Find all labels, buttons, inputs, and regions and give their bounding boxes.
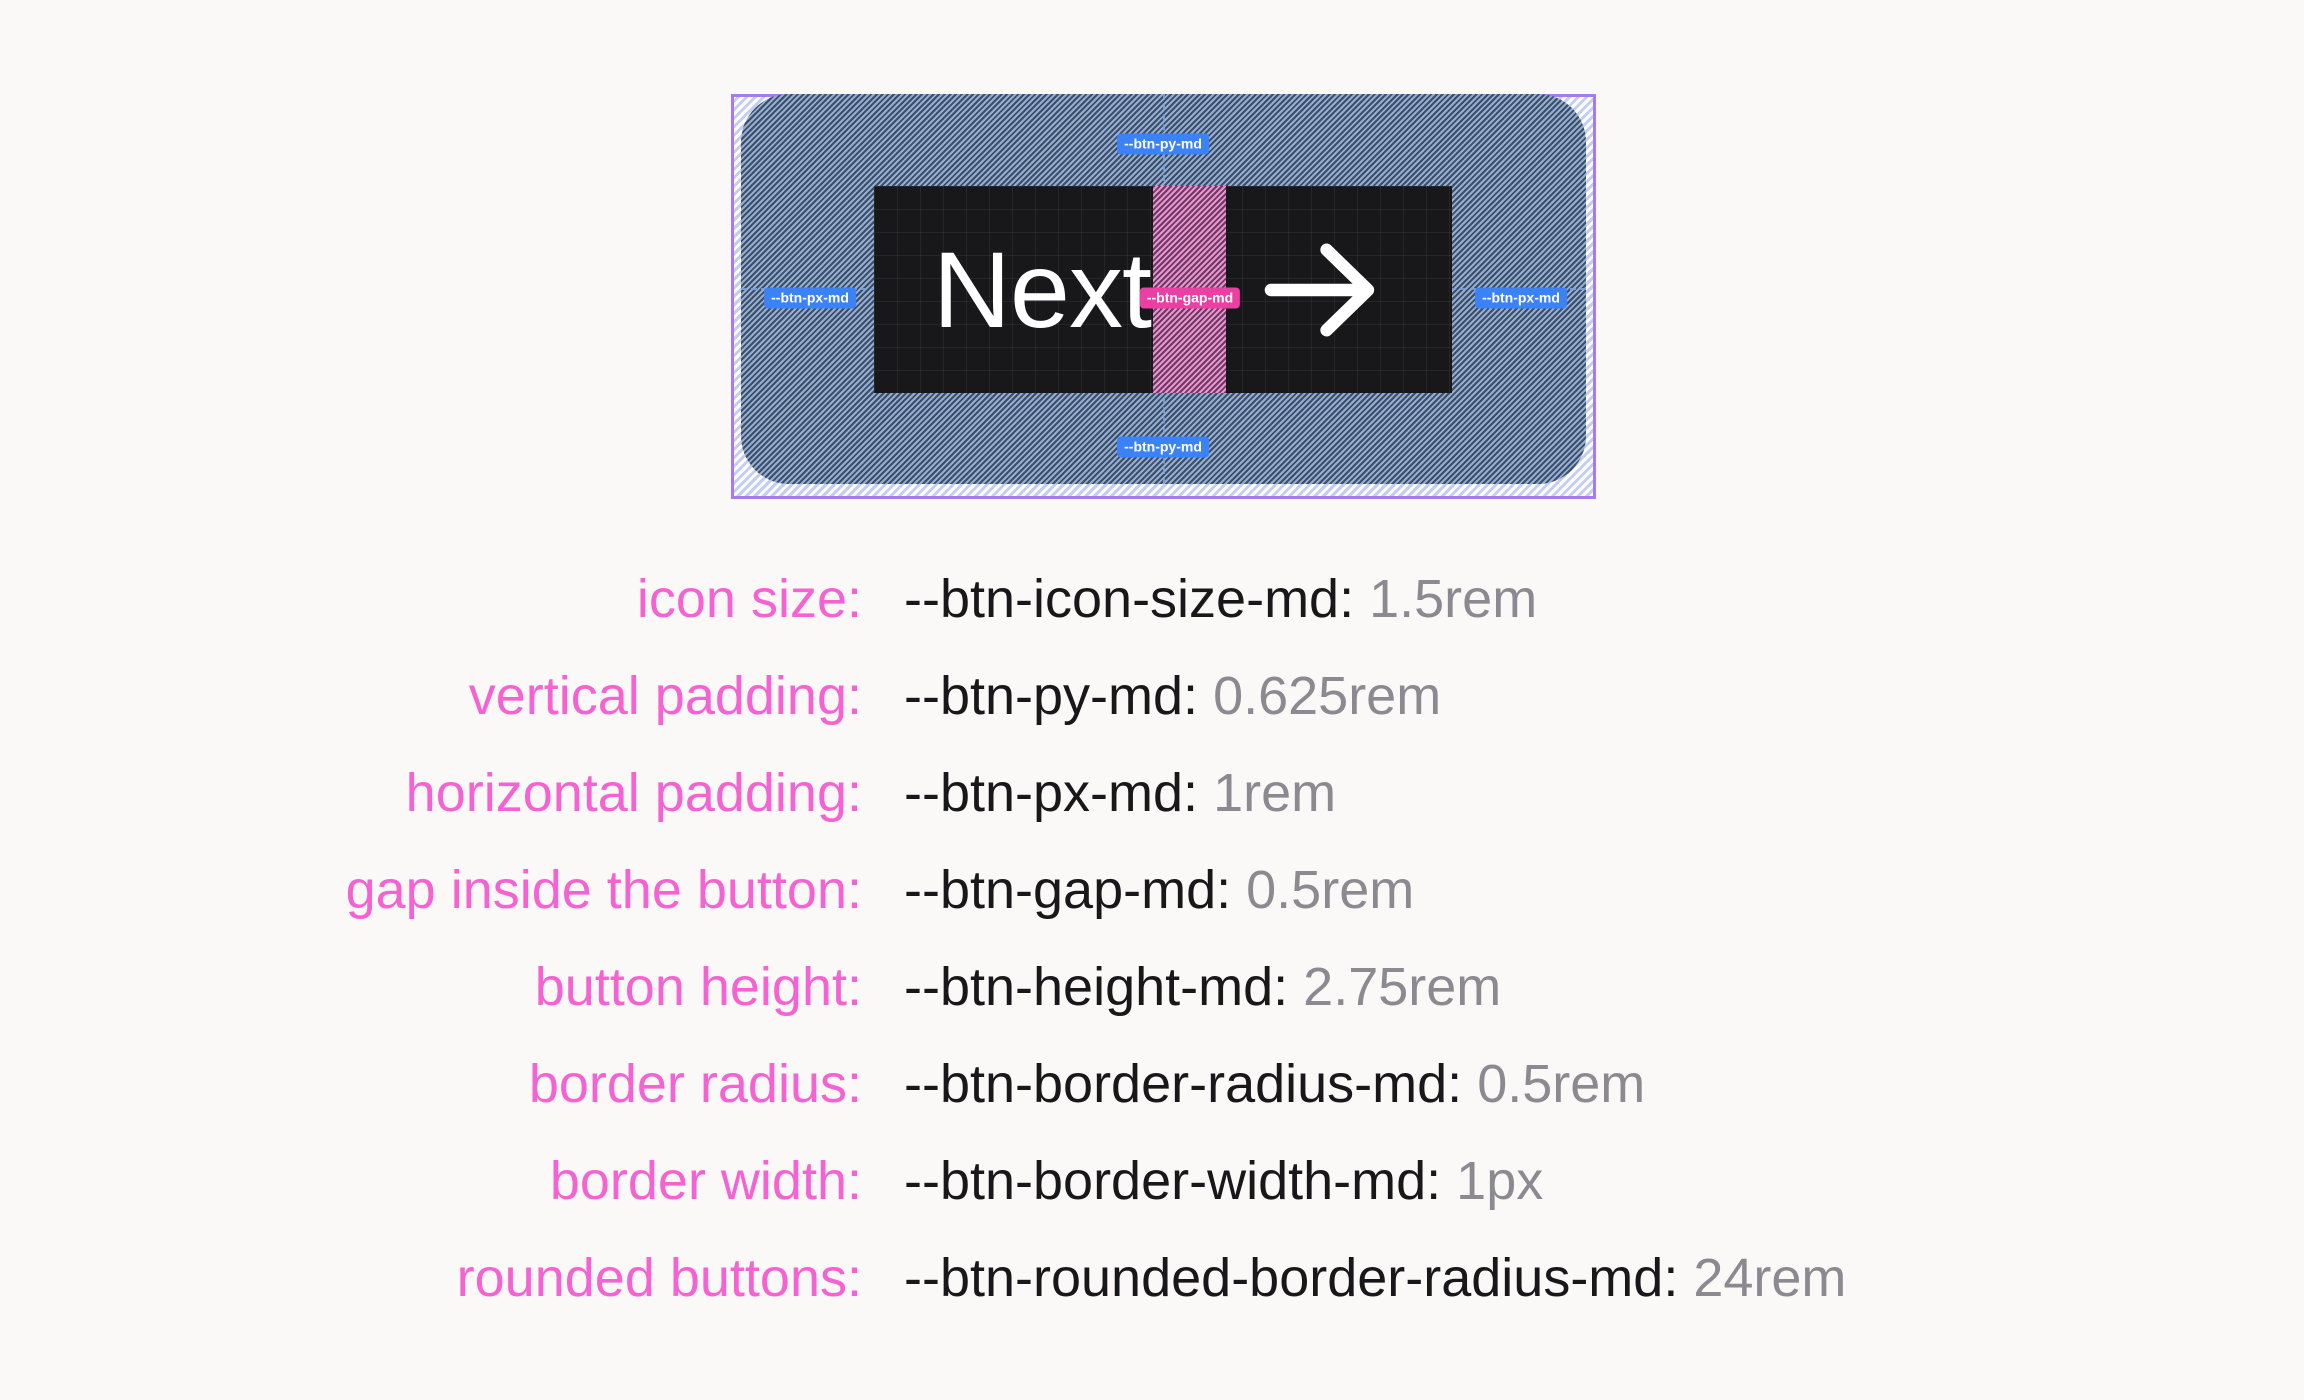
- token-name: --btn-border-radius-md:: [904, 1054, 1463, 1114]
- token-value: 1rem: [1213, 763, 1337, 823]
- token-definition: --btn-py-md: 0.625rem: [904, 669, 1441, 723]
- token-name: --btn-gap-md:: [904, 860, 1232, 920]
- token-name: --btn-icon-size-md:: [904, 569, 1355, 629]
- token-value: 1px: [1456, 1151, 1544, 1211]
- token-label: rounded buttons:: [456, 1248, 862, 1308]
- button-inspection-overlay: Next --btn-py-md --btn-py-md --btn-px-md…: [0, 0, 2304, 520]
- arrow-right-icon: [1226, 186, 1452, 393]
- token-row: icon size: --btn-icon-size-md: 1.5rem: [0, 572, 2304, 669]
- token-label: border radius:: [528, 1054, 862, 1114]
- token-definition: --btn-gap-md: 0.5rem: [904, 863, 1414, 917]
- token-label: horizontal padding:: [405, 763, 862, 823]
- token-row: border radius: --btn-border-radius-md: 0…: [0, 1057, 2304, 1154]
- badge-btn-px-md-left: --btn-px-md: [764, 287, 856, 309]
- token-label: vertical padding:: [468, 666, 862, 726]
- token-row: horizontal padding: --btn-px-md: 1rem: [0, 766, 2304, 863]
- token-row: vertical padding: --btn-py-md: 0.625rem: [0, 669, 2304, 766]
- token-row: gap inside the button: --btn-gap-md: 0.5…: [0, 863, 2304, 960]
- token-name: --btn-border-width-md:: [904, 1151, 1442, 1211]
- token-name: --btn-height-md:: [904, 957, 1289, 1017]
- token-definition: --btn-px-md: 1rem: [904, 766, 1336, 820]
- token-name: --btn-px-md:: [904, 763, 1199, 823]
- token-name: --btn-rounded-border-radius-md:: [904, 1248, 1679, 1308]
- token-name: --btn-py-md:: [904, 666, 1199, 726]
- token-label: border width:: [549, 1151, 862, 1211]
- token-definition: --btn-icon-size-md: 1.5rem: [904, 572, 1537, 626]
- token-value: 0.625rem: [1213, 666, 1442, 726]
- token-label: icon size:: [636, 569, 862, 629]
- token-value: 1.5rem: [1369, 569, 1538, 629]
- token-value: 2.75rem: [1303, 957, 1502, 1017]
- badge-btn-py-md-bottom: --btn-py-md: [1117, 436, 1209, 458]
- token-row: button height: --btn-height-md: 2.75rem: [0, 960, 2304, 1057]
- token-label: gap inside the button:: [345, 860, 862, 920]
- badge-btn-py-md-top: --btn-py-md: [1117, 133, 1209, 155]
- token-row: border width: --btn-border-width-md: 1px: [0, 1154, 2304, 1251]
- token-definition: --btn-border-width-md: 1px: [904, 1154, 1543, 1208]
- token-definition: --btn-rounded-border-radius-md: 24rem: [904, 1251, 1846, 1305]
- token-row: rounded buttons: --btn-rounded-border-ra…: [0, 1251, 2304, 1348]
- token-value: 24rem: [1693, 1248, 1847, 1308]
- badge-btn-px-md-right: --btn-px-md: [1475, 287, 1567, 309]
- token-value: 0.5rem: [1477, 1054, 1646, 1114]
- token-definition: --btn-border-radius-md: 0.5rem: [904, 1057, 1645, 1111]
- badge-btn-gap-md: --btn-gap-md: [1139, 287, 1241, 309]
- token-definition: --btn-height-md: 2.75rem: [904, 960, 1501, 1014]
- token-value: 0.5rem: [1246, 860, 1415, 920]
- token-label: button height:: [534, 957, 862, 1017]
- design-token-table: icon size: --btn-icon-size-md: 1.5rem ve…: [0, 572, 2304, 1348]
- button-label: Next: [932, 228, 1152, 350]
